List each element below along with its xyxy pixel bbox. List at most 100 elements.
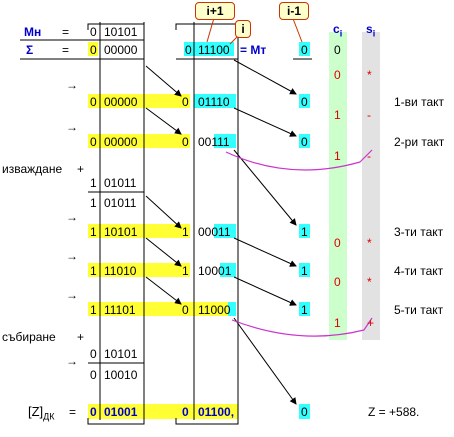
r2-arrow: → (66, 120, 78, 134)
r5-highlight (88, 302, 234, 316)
r1-s-sign: 0 (90, 95, 97, 109)
callout-i: i (235, 20, 251, 38)
r4-arrow: → (66, 249, 78, 263)
r1-extra: 0 (301, 95, 308, 109)
r4-s-sign: 1 (90, 264, 97, 278)
mn-eq: = (62, 25, 70, 39)
r2-extra-highlight (299, 134, 310, 148)
r4-m-highlight (220, 263, 236, 277)
result-label: [Z]ДК (28, 404, 55, 422)
r1-m-sign: 0 (182, 95, 189, 109)
r3-s: * (367, 236, 372, 250)
r5-arrow: → (66, 288, 78, 302)
sigma-label: Σ (26, 43, 34, 57)
r3-s-val: 10101 (104, 225, 138, 239)
r1-tact: 1-ви такт (394, 95, 444, 109)
r4-extra: 1 (301, 264, 308, 278)
r1-m-highlight (194, 94, 236, 108)
r2-s: - (367, 108, 371, 122)
r4-m-val: 10001 (198, 264, 232, 278)
mn-sign: 0 (90, 25, 97, 39)
r1-arrow: → (66, 78, 78, 92)
r5-m-highlight (228, 302, 236, 316)
mt-highlight-b (196, 42, 234, 56)
r3-highlight (88, 224, 190, 238)
sub-res-val: 01011 (104, 196, 137, 210)
mn-label: Мн (24, 25, 42, 39)
r2-s-val: 00000 (104, 135, 138, 149)
add-arrow: → (66, 354, 78, 368)
r2-extra: 0 (301, 135, 308, 149)
r2-s-sign: 0 (90, 135, 97, 149)
r3-s-sign: 1 (90, 225, 97, 239)
sub-add-val: 01011 (104, 176, 137, 190)
r2-c: 1 (334, 108, 341, 122)
mt-extra: 0 (301, 43, 308, 57)
r4-extra-highlight (299, 263, 310, 277)
r2b-s: - (367, 149, 371, 163)
r2-tact: 2-ри такт (394, 135, 445, 149)
r3-m-val: 00011 (198, 225, 231, 239)
r4-c: 0 (334, 275, 341, 289)
result-m-val: 01100, (198, 405, 235, 419)
add-add-val: 10101 (104, 347, 138, 361)
r3-m-highlight (214, 224, 236, 238)
r1-s: * (367, 68, 372, 82)
r1-extra-highlight (299, 94, 310, 108)
r2-highlight (88, 134, 190, 148)
result-val: 01001 (104, 405, 138, 419)
r5-s: + (367, 316, 375, 330)
r4-m-sign: 1 (182, 264, 189, 278)
r3-c: 0 (334, 236, 341, 250)
r5-tact: 5-ти такт (394, 303, 444, 317)
result-highlight (88, 404, 238, 419)
result-extra-highlight (299, 404, 310, 419)
add-plus: + (77, 330, 85, 344)
callout-i-plus-1: i+1 (195, 2, 235, 20)
r4-s: * (367, 275, 372, 289)
c-column-background (329, 32, 347, 340)
result-extra: 0 (301, 405, 308, 419)
result-eq: = (69, 405, 77, 419)
r3-extra-highlight (299, 224, 310, 238)
r1-c: 0 (334, 68, 341, 82)
mt-highlight-a (184, 42, 196, 56)
add-res-val: 10010 (104, 368, 138, 382)
r3-tact: 3-ти такт (394, 225, 444, 239)
sigma-sign: 0 (90, 43, 97, 57)
mt-value: 11100 (198, 43, 230, 57)
add-add-sign: 0 (90, 347, 97, 361)
sigma-eq: = (62, 43, 70, 57)
z-result-text: Z = +588. (368, 405, 420, 419)
r4-s-val: 11010 (104, 264, 137, 278)
r2-m-highlight (214, 134, 236, 148)
s-column-background (362, 32, 380, 340)
mt-extra-highlight (299, 42, 310, 56)
r5-extra: 1 (301, 303, 308, 317)
r5-c: 1 (334, 316, 341, 330)
r1-s-val: 00000 (104, 95, 138, 109)
r5-extra-highlight (299, 302, 310, 316)
sub-add-sign: 1 (90, 176, 97, 190)
add-res-sign: 0 (90, 368, 97, 382)
sigma-value: 00000 (104, 43, 138, 57)
sub-res-sign: 1 (90, 196, 97, 210)
mt-sign: 0 (185, 43, 192, 57)
r3-m-sign: 1 (182, 225, 189, 239)
r2b-c: 1 (334, 149, 341, 163)
r3-extra: 1 (301, 225, 308, 239)
c0-value: 0 (334, 43, 341, 57)
r4-tact: 4-ти такт (394, 264, 444, 278)
sub-label: изваждане (2, 162, 63, 176)
r4-highlight (88, 263, 190, 277)
r2-m-val: 00111 (198, 135, 230, 149)
r5-s-val: 11101 (104, 303, 136, 317)
mn-value: 10101 (104, 25, 138, 39)
r5-m-sign: 0 (182, 303, 189, 317)
result-m-sign: 0 (182, 405, 189, 419)
sigma-highlight (88, 42, 98, 56)
s-label: si (366, 22, 376, 39)
c-label: ci (333, 22, 343, 39)
r1-highlight (88, 94, 190, 108)
